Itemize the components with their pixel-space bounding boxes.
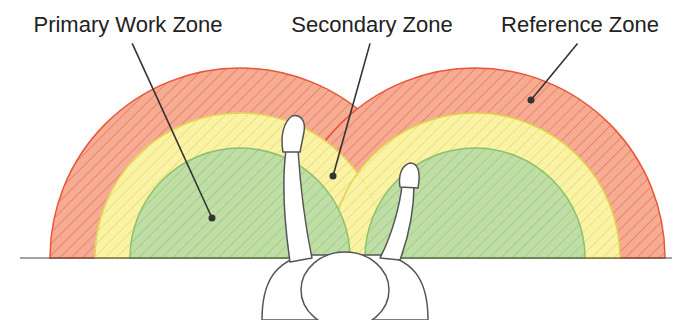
- person-figure: [262, 116, 428, 320]
- reference-zone: [50, 68, 665, 258]
- leader-line: [531, 43, 578, 100]
- leader-dot: [330, 173, 337, 180]
- zone-label: Secondary Zone: [291, 12, 452, 38]
- leader-line: [333, 43, 370, 176]
- primary-zone: [130, 148, 585, 258]
- zone-label: Reference Zone: [501, 12, 659, 38]
- leader-line: [132, 43, 212, 218]
- leader-dot: [209, 215, 216, 222]
- leader-dot: [528, 97, 535, 104]
- zone-label: Primary Work Zone: [33, 12, 222, 38]
